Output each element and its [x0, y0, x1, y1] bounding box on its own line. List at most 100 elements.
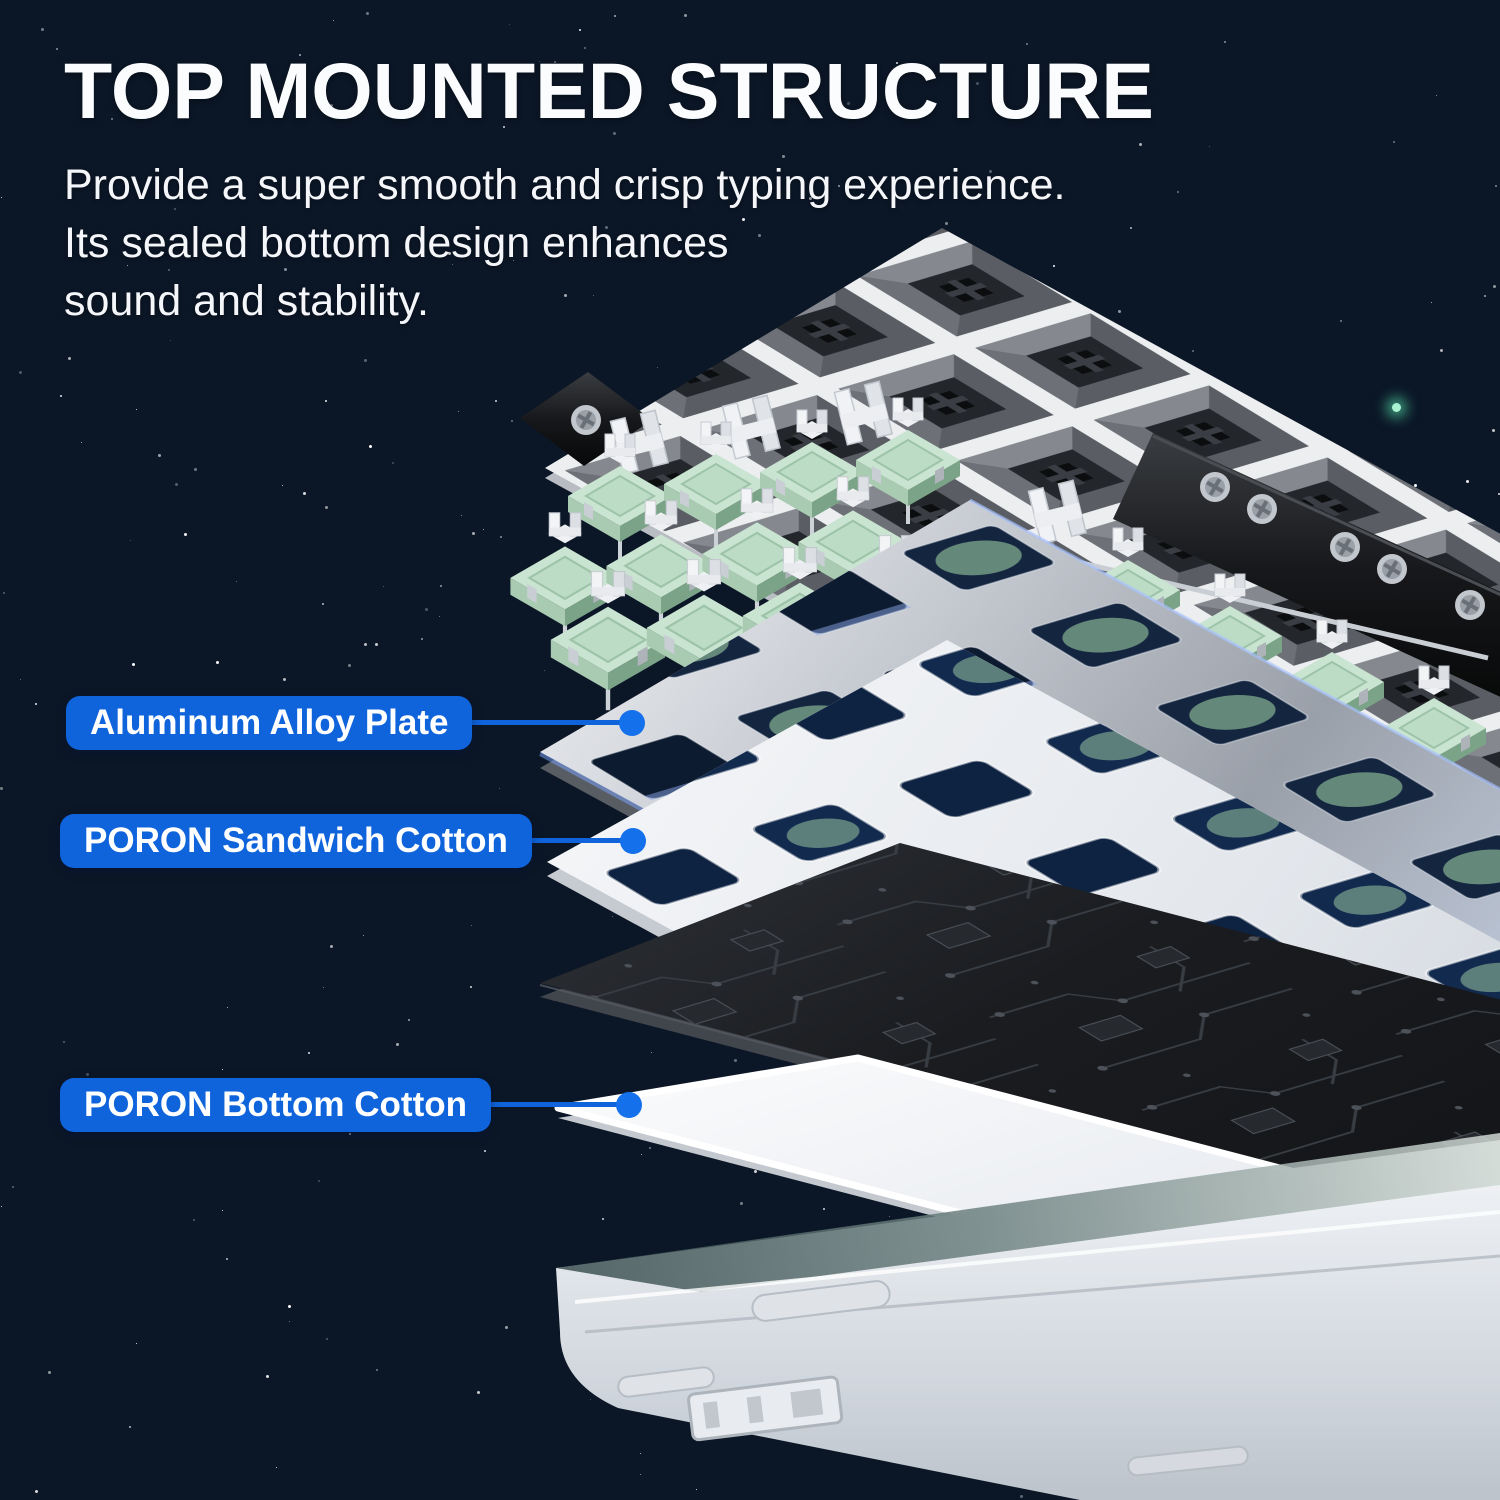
star [130, 540, 131, 541]
star [640, 1474, 641, 1475]
description: Provide a super smooth and crisp typing … [64, 156, 1154, 330]
star [500, 536, 502, 538]
bottom-case-layer [556, 1133, 1500, 1500]
header: TOP MOUNTED STRUCTURE Provide a super sm… [64, 48, 1154, 330]
star [129, 1426, 131, 1428]
callout-dot-sandwich-cotton [620, 828, 646, 854]
star [613, 132, 616, 135]
star [1414, 484, 1417, 487]
black-spacebar-keycap [1113, 433, 1500, 697]
star [289, 1321, 290, 1322]
star [461, 515, 462, 516]
star [383, 586, 384, 587]
star [35, 703, 37, 705]
star [20, 679, 21, 680]
star [363, 935, 364, 936]
star [330, 104, 333, 107]
star [602, 1218, 604, 1220]
star [227, 1007, 228, 1008]
star [222, 1210, 223, 1211]
star [838, 185, 840, 187]
callout-label-bottom-cotton: PORON Bottom Cotton [60, 1078, 491, 1132]
star [63, 1041, 65, 1043]
star [499, 788, 500, 789]
case-foot-recesses [617, 1280, 1249, 1477]
star [458, 411, 459, 412]
star [349, 1133, 351, 1135]
star [0, 787, 3, 790]
star [216, 661, 219, 664]
star [590, 1399, 591, 1400]
green-star [1392, 403, 1401, 412]
star [68, 357, 71, 360]
star [483, 529, 484, 530]
star [452, 264, 453, 265]
star [511, 420, 513, 422]
star [425, 608, 428, 611]
description-line: Its sealed bottom design enhances [64, 219, 729, 267]
star [758, 234, 761, 237]
star [448, 252, 451, 255]
star [470, 986, 472, 988]
star [283, 678, 286, 681]
star [86, 1073, 89, 1076]
callout-label-aluminum-plate: Aluminum Alloy Plate [66, 696, 473, 750]
star [640, 1453, 641, 1454]
star [303, 492, 306, 495]
star [651, 1052, 652, 1053]
star [392, 462, 394, 464]
star [976, 82, 979, 85]
star [1139, 143, 1142, 146]
star [1393, 141, 1395, 143]
star [896, 62, 898, 64]
star [158, 454, 161, 457]
star [226, 1258, 228, 1260]
star [889, 1216, 890, 1217]
star [136, 409, 137, 410]
star [684, 14, 687, 17]
star [168, 269, 170, 271]
star [734, 1059, 737, 1062]
star [194, 468, 197, 471]
star [193, 1219, 195, 1221]
star [325, 400, 327, 402]
star [174, 208, 176, 210]
star [325, 506, 328, 509]
star [1492, 429, 1495, 432]
star [472, 532, 475, 535]
star [742, 218, 745, 221]
case-flip-foot [687, 1375, 844, 1442]
star [1, 197, 2, 198]
star [1498, 493, 1500, 495]
star [495, 400, 497, 402]
star [1484, 295, 1486, 297]
star [222, 1069, 223, 1070]
page-title: TOP MOUNTED STRUCTURE [64, 46, 1154, 135]
star [318, 1180, 320, 1182]
star [1224, 41, 1226, 43]
star [276, 1467, 277, 1468]
star [326, 1338, 328, 1340]
star [236, 581, 237, 582]
star [541, 83, 544, 86]
star [989, 170, 992, 173]
star [369, 445, 372, 448]
star [1466, 480, 1469, 483]
star [375, 643, 378, 646]
star [641, 1154, 642, 1155]
star [754, 1170, 757, 1173]
star [1118, 310, 1121, 313]
star [266, 1375, 269, 1378]
star [288, 1305, 291, 1308]
star [3, 592, 5, 594]
star [1431, 302, 1432, 303]
star [86, 308, 87, 309]
star [564, 294, 567, 297]
star [282, 485, 283, 486]
star [175, 483, 178, 486]
star [593, 295, 594, 296]
star [513, 260, 514, 261]
star [364, 359, 367, 362]
star [440, 585, 442, 587]
